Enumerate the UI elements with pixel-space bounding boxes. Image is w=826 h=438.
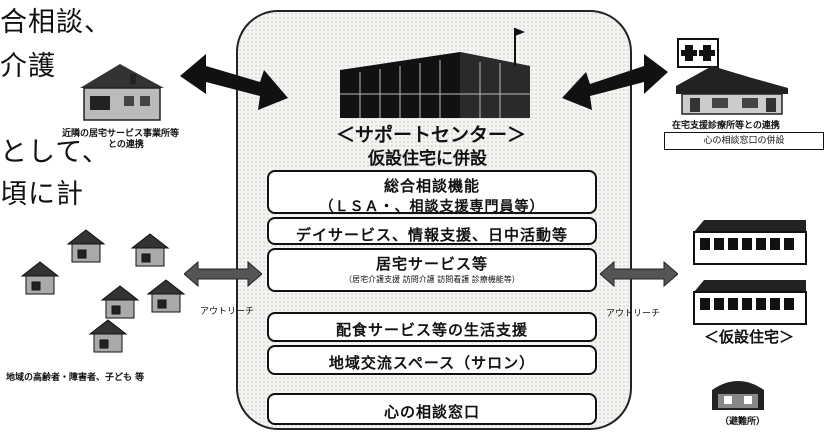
nearby-service-label-line-1: 近隣の居宅サービス事業所等 xyxy=(62,129,180,139)
service-main-label: 総合相談機能 xyxy=(383,177,480,195)
clinic-cooperation-label: 在宅支援診療所等との連携 xyxy=(672,121,780,131)
service-small-label: （居宅介護支援 訪問介護 訪問看護 診療機能等） xyxy=(344,275,520,284)
temporary-housing-label: ＜仮設住宅＞ xyxy=(704,328,795,346)
center-subtitle: 仮設住宅に併設 xyxy=(368,149,487,169)
nearby-service-office-house-image xyxy=(80,64,164,121)
temporary-housing-image-2 xyxy=(693,280,807,325)
service-box-general-consultation: 総合相談機能 （ＬＳＡ・、相談支援専門員等） xyxy=(267,170,597,215)
arrow-right-top xyxy=(562,54,668,110)
background-text-line-3: として、 xyxy=(0,137,110,168)
clinic-cross-icon xyxy=(677,38,719,68)
mental-health-desk-box: 心の相談窓口の併設 xyxy=(664,132,824,150)
arrow-right-outreach xyxy=(600,260,678,288)
evacuation-shelter-label: （避難所） xyxy=(720,417,766,427)
community-houses-image xyxy=(20,229,186,353)
service-box-community-space: 地域交流スペース（サロン） xyxy=(267,345,597,375)
background-text-line-1: 合相談、 xyxy=(0,7,112,38)
nearby-service-label-line-2: との連携 xyxy=(108,140,144,150)
service-box-mental-health-desk: 心の相談窓口 xyxy=(267,393,597,425)
service-box-day-service: デイサービス、情報支援、日中活動等 xyxy=(267,217,597,245)
clinic-house-image xyxy=(676,66,788,115)
center-title: ＜サポートセンター＞ xyxy=(336,124,527,146)
service-main-label: 配食サービス等の生活支援 xyxy=(335,321,528,339)
community-residents-label: 地域の高齢者・障害者、子ども 等 xyxy=(6,373,145,383)
background-text-line-4: 頃に計 xyxy=(0,179,84,210)
outreach-left-label: アウトリーチ xyxy=(200,307,255,317)
background-text-line-2: 介護 xyxy=(0,51,56,82)
service-main-label: 心の相談窓口 xyxy=(383,403,480,421)
service-box-meal-delivery: 配食サービス等の生活支援 xyxy=(267,312,597,342)
mental-health-desk-label: 心の相談窓口の併設 xyxy=(703,136,785,146)
service-sub-label: （ＬＳＡ・、相談支援専門員等） xyxy=(319,199,545,215)
temporary-housing-image-1 xyxy=(693,220,807,265)
support-center-building-image xyxy=(340,28,530,118)
arrow-left-top xyxy=(180,54,288,110)
arrow-left-outreach xyxy=(184,260,262,288)
service-box-home-service: 居宅サービス等 （居宅介護支援 訪問介護 訪問看護 診療機能等） xyxy=(267,248,597,292)
outreach-right-label: アウトリーチ xyxy=(606,309,661,319)
evacuation-shelter-image xyxy=(712,381,764,410)
service-main-label: デイサービス、情報支援、日中活動等 xyxy=(295,226,568,244)
service-main-label: 居宅サービス等 xyxy=(375,255,488,273)
service-main-label: 地域交流スペース（サロン） xyxy=(328,354,536,372)
